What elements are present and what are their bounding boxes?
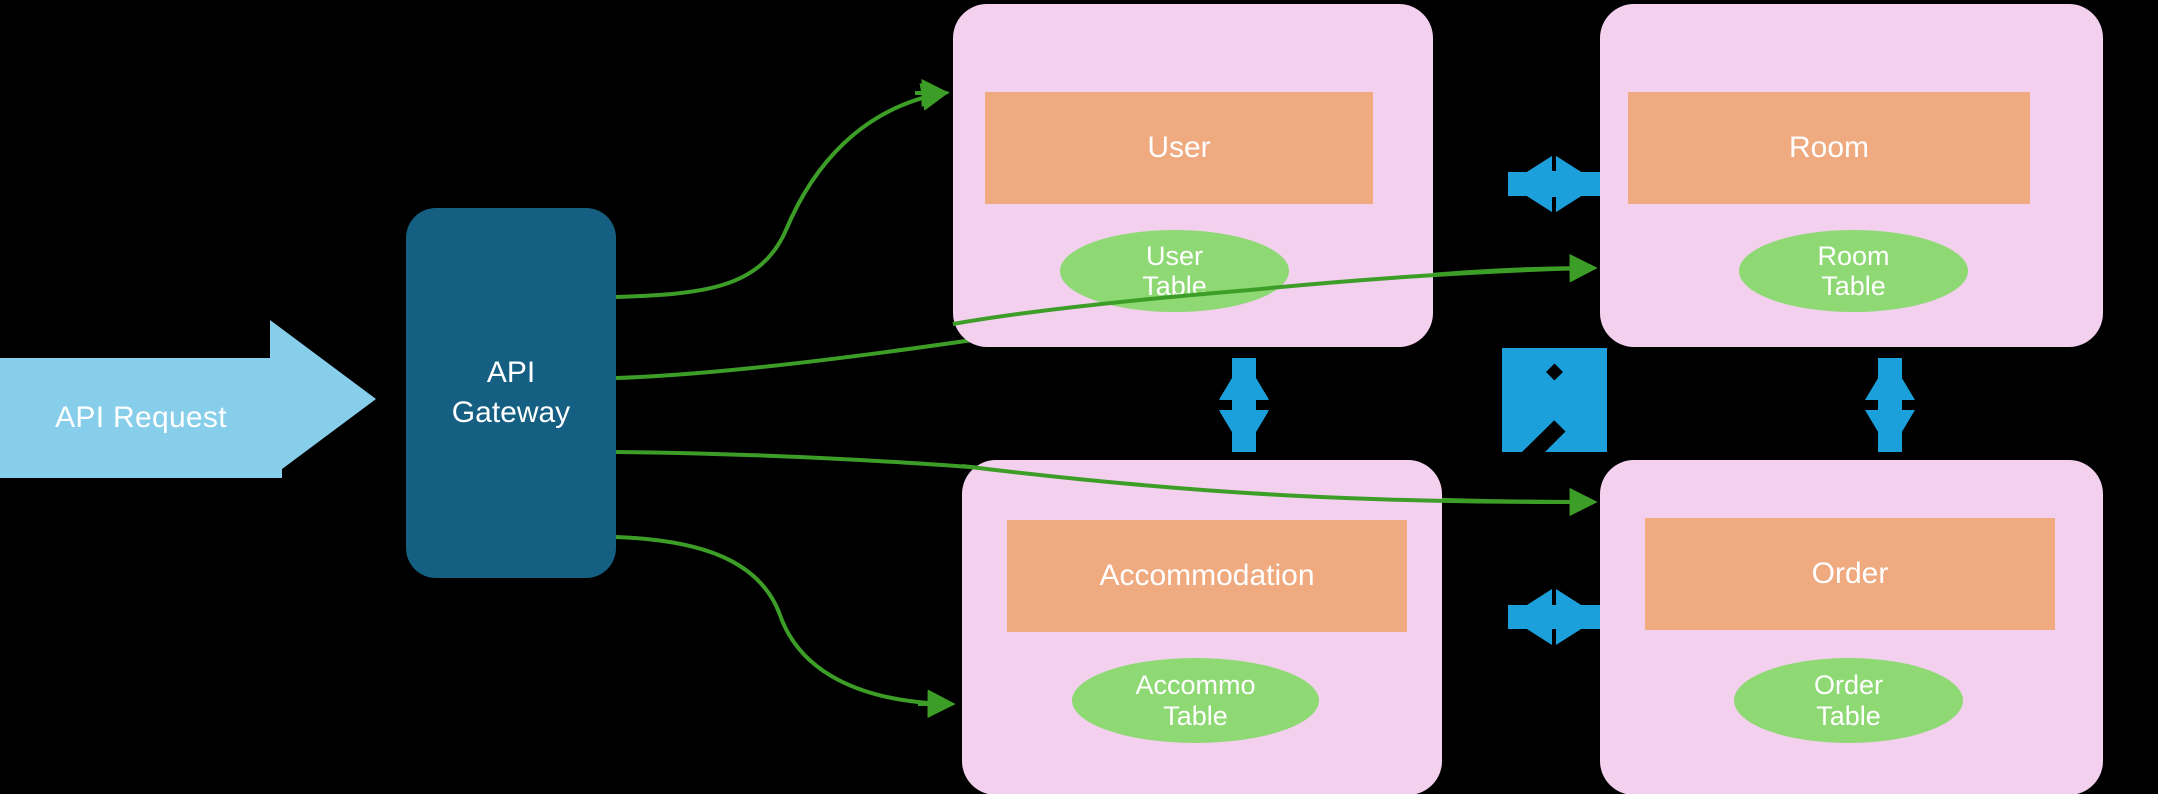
service-panel-room[interactable]: Room Room Table bbox=[1600, 4, 2103, 347]
service-panel-user[interactable]: User User Table bbox=[953, 4, 1433, 347]
vertical-double-arrow-icon bbox=[1865, 358, 1915, 452]
routing-arrow-gateway-to-accommodation bbox=[615, 535, 956, 718]
service-box-user[interactable]: User bbox=[985, 92, 1373, 204]
api-request-label: API Request bbox=[55, 401, 227, 434]
api-gateway-node[interactable]: API Gateway bbox=[406, 208, 616, 578]
service-panel-order[interactable]: Order Order Table bbox=[1600, 460, 2103, 794]
sync-arrow-accommodation-order[interactable] bbox=[1508, 589, 1600, 645]
horizontal-double-arrow-icon bbox=[1508, 156, 1600, 212]
sync-arrow-cross-diagonal[interactable] bbox=[1502, 348, 1607, 452]
database-table-room[interactable]: Room Table bbox=[1739, 230, 1968, 312]
routing-arrow-gateway-to-user bbox=[615, 83, 950, 299]
service-box-order[interactable]: Order bbox=[1645, 518, 2055, 630]
sync-arrow-user-room[interactable] bbox=[1508, 156, 1600, 212]
api-gateway-label: API Gateway bbox=[451, 356, 571, 429]
sync-arrow-room-order[interactable] bbox=[1865, 358, 1915, 452]
horizontal-double-arrow-icon bbox=[1508, 589, 1600, 645]
api-request-arrow-head-icon bbox=[270, 320, 376, 478]
sync-arrow-user-accommodation[interactable] bbox=[1219, 358, 1269, 452]
api-request-arrow: API Request bbox=[0, 320, 376, 478]
api-request-arrow-shaft bbox=[0, 358, 282, 478]
vertical-double-arrow-icon bbox=[1220, 358, 1268, 452]
four-way-cross-arrow-icon bbox=[1502, 348, 1607, 452]
database-table-accommodation[interactable]: Accommo Table bbox=[1072, 658, 1319, 743]
database-table-order[interactable]: Order Table bbox=[1734, 658, 1963, 743]
service-box-accommodation[interactable]: Accommodation bbox=[1007, 520, 1407, 632]
service-panel-accommodation[interactable]: Accommodation Accommo Table bbox=[962, 460, 1442, 794]
database-table-user[interactable]: User Table bbox=[1060, 230, 1289, 312]
service-box-room[interactable]: Room bbox=[1628, 92, 2030, 204]
